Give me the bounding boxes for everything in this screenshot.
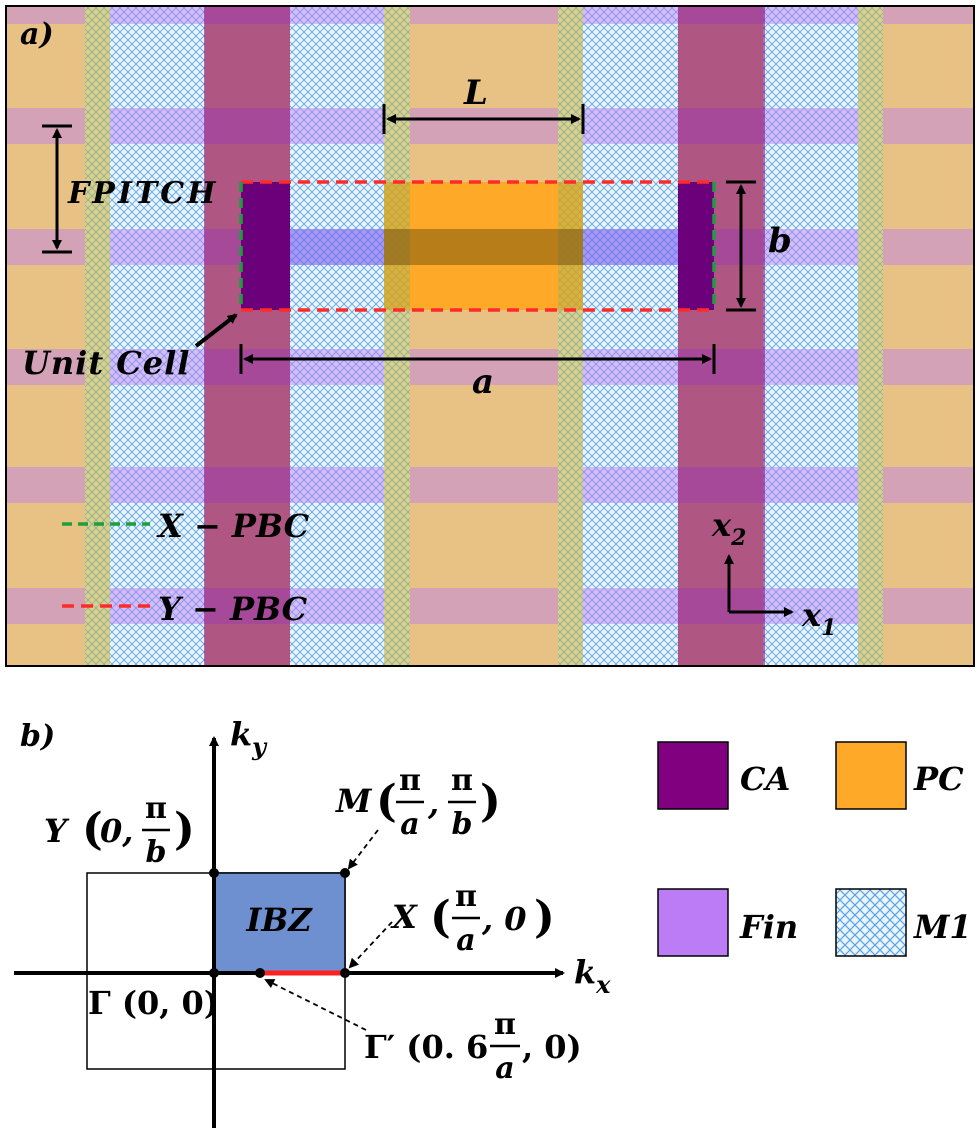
legend-swatch-m1 xyxy=(835,888,907,957)
svg-text:): ) xyxy=(480,776,501,827)
point-y-label: Y ( 0, π b ) xyxy=(44,791,195,870)
axis-ky-label: ky xyxy=(230,715,268,761)
material-legend: CA PC Fin M1 xyxy=(657,741,972,957)
dimension-b-label: b xyxy=(768,221,792,261)
point-gamma-dot xyxy=(209,968,219,978)
dimension-fpitch-label: FPITCH xyxy=(67,176,218,211)
legend-swatch-ca xyxy=(657,741,729,810)
svg-text:b: b xyxy=(452,807,473,842)
x-pointer xyxy=(348,921,393,969)
unit-cell-label: Unit Cell xyxy=(22,344,190,382)
svg-text:, 0: , 0 xyxy=(481,900,527,938)
dimension-fpitch: FPITCH xyxy=(42,124,218,254)
svg-text:Y: Y xyxy=(44,812,70,850)
axis-kx-label: kx xyxy=(574,953,611,999)
unit-cell xyxy=(239,180,716,312)
point-x-label: X ( π a , 0 ) xyxy=(390,879,555,958)
legend-label-pc: PC xyxy=(913,760,964,798)
dimension-a: a xyxy=(239,344,716,402)
gamma-prime-pointer xyxy=(264,979,367,1031)
legend-swatch-fin xyxy=(657,888,729,957)
point-gamma-prime-label: Γ′ (0. 6 π a , 0) xyxy=(364,1007,582,1086)
axis-x1-label: x1 xyxy=(801,596,836,641)
svg-text:π: π xyxy=(451,763,473,798)
panel-a-frame xyxy=(5,5,975,667)
dimension-b: b xyxy=(726,180,792,312)
dimension-L-label: L xyxy=(463,73,488,113)
svg-text:(: ( xyxy=(430,892,451,943)
y-pbc-label: Y − PBC xyxy=(158,590,308,628)
svg-text:π: π xyxy=(494,1007,516,1042)
dimension-a-label: a xyxy=(472,362,494,402)
point-gamma-label: Γ (0, 0) xyxy=(88,984,219,1022)
axis-x2-label: x2 xyxy=(711,506,746,551)
point-m-label: M ( π a , π b ) xyxy=(335,763,501,842)
svg-text:(: ( xyxy=(376,776,397,827)
svg-text:(: ( xyxy=(82,804,103,855)
svg-text:Γ′ (0. 6: Γ′ (0. 6 xyxy=(364,1028,488,1066)
panel-a: L b a FPITCH Unit Cell X − P xyxy=(6,6,974,666)
point-m-dot xyxy=(340,868,350,878)
svg-text:): ) xyxy=(534,892,555,943)
svg-text:): ) xyxy=(174,804,195,855)
panel-b: b) IBZ kx ky Y ( 0, π b ) xyxy=(14,715,611,1128)
ca-columns xyxy=(204,6,765,666)
svg-text:π: π xyxy=(145,791,167,826)
svg-text:a: a xyxy=(495,1051,514,1086)
coordinate-axes: x2 x1 xyxy=(711,506,836,641)
point-x-dot xyxy=(340,968,350,978)
panel-a-tag: a) xyxy=(20,17,54,52)
svg-text:π: π xyxy=(455,879,477,914)
legend-swatch-pc xyxy=(835,741,907,810)
unit-cell-callout: Unit Cell xyxy=(22,313,238,382)
svg-text:, 0): , 0) xyxy=(522,1028,582,1066)
ibz-region xyxy=(213,872,346,974)
svg-text:X: X xyxy=(390,898,418,936)
legend-label-fin: Fin xyxy=(739,908,798,946)
svg-text:a: a xyxy=(400,807,419,842)
svg-text:a: a xyxy=(456,923,475,958)
m-pointer xyxy=(347,829,379,870)
panel-b-tag: b) xyxy=(20,719,55,754)
point-y-dot xyxy=(209,868,219,878)
svg-text:b: b xyxy=(146,835,167,870)
legend-label-ca: CA xyxy=(740,760,790,798)
svg-text:M: M xyxy=(335,782,373,820)
x-pbc-label: X − PBC xyxy=(156,507,310,545)
svg-text:,: , xyxy=(427,784,439,822)
legend-label-m1: M1 xyxy=(913,908,972,946)
svg-text:0,: 0, xyxy=(100,812,133,850)
pbc-legend: X − PBC Y − PBC xyxy=(62,507,310,628)
m1-columns xyxy=(110,6,858,666)
ibz-label: IBZ xyxy=(245,901,313,939)
dimension-L: L xyxy=(382,73,585,134)
point-gamma-prime-dot xyxy=(255,968,265,978)
svg-text:π: π xyxy=(399,763,421,798)
